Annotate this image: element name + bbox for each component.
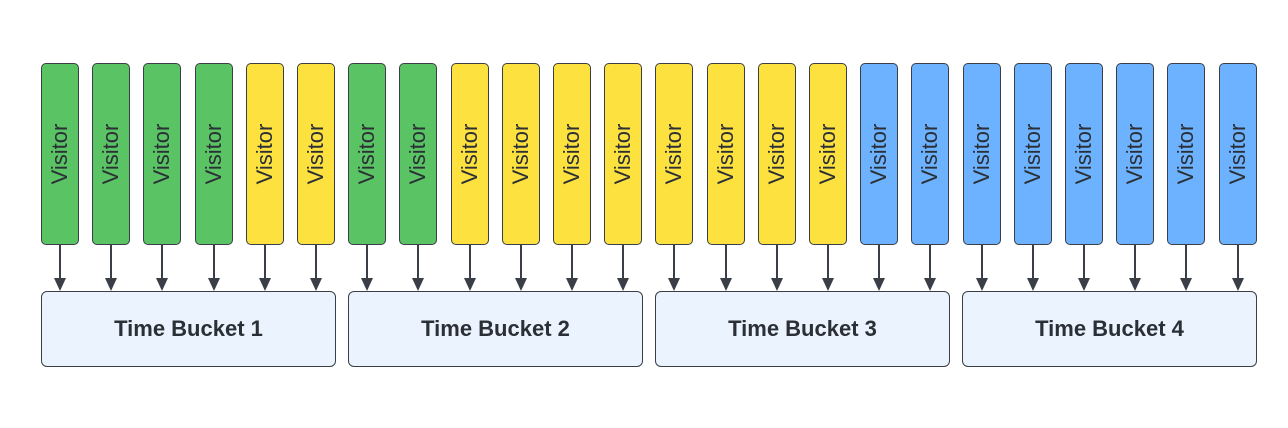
down-arrow-icon	[873, 245, 885, 291]
time-bucket-label: Time Bucket 1	[114, 316, 263, 341]
visitor-box: Visitor	[1167, 63, 1205, 245]
time-bucket-box: Time Bucket 1	[41, 291, 336, 367]
time-bucket-label: Time Bucket 2	[421, 316, 570, 341]
visitor-box: Visitor	[911, 63, 949, 245]
time-bucket-label: Time Bucket 4	[1035, 316, 1184, 341]
visitor-label: Visitor	[457, 123, 482, 185]
visitor-label: Visitor	[1122, 123, 1147, 185]
visitor-label: Visitor	[149, 123, 174, 185]
time-bucket-box: Time Bucket 2	[348, 291, 643, 367]
visitor-label: Visitor	[866, 123, 891, 185]
down-arrow-icon	[105, 245, 117, 291]
down-arrow-icon	[515, 245, 527, 291]
visitor-box: Visitor	[143, 63, 181, 245]
visitor-box: Visitor	[246, 63, 284, 245]
down-arrow-icon	[54, 245, 66, 291]
visitor-box: Visitor	[655, 63, 693, 245]
visitor-label: Visitor	[764, 123, 789, 185]
visitor-label: Visitor	[47, 123, 72, 185]
down-arrow-icon	[822, 245, 834, 291]
down-arrow-icon	[1078, 245, 1090, 291]
visitor-label: Visitor	[815, 123, 840, 185]
down-arrow-icon	[720, 245, 732, 291]
down-arrow-icon	[1232, 245, 1244, 291]
visitor-label: Visitor	[713, 123, 738, 185]
visitor-label: Visitor	[201, 123, 226, 185]
down-arrow-icon	[1180, 245, 1192, 291]
visitor-box: Visitor	[553, 63, 591, 245]
visitor-label: Visitor	[354, 123, 379, 185]
visitor-label: Visitor	[969, 123, 994, 185]
visitor-box: Visitor	[1219, 63, 1257, 245]
visitor-box: Visitor	[604, 63, 642, 245]
down-arrow-icon	[668, 245, 680, 291]
visitor-label: Visitor	[1173, 123, 1198, 185]
down-arrow-icon	[412, 245, 424, 291]
visitor-box: Visitor	[860, 63, 898, 245]
down-arrow-icon	[924, 245, 936, 291]
visitor-label: Visitor	[508, 123, 533, 185]
visitor-box: Visitor	[809, 63, 847, 245]
visitor-box: Visitor	[41, 63, 79, 245]
visitor-box: Visitor	[707, 63, 745, 245]
down-arrow-icon	[566, 245, 578, 291]
visitor-label: Visitor	[1020, 123, 1045, 185]
time-bucket-box: Time Bucket 3	[655, 291, 950, 367]
down-arrow-icon	[361, 245, 373, 291]
down-arrow-icon	[156, 245, 168, 291]
down-arrow-icon	[310, 245, 322, 291]
time-bucket-label: Time Bucket 3	[728, 316, 877, 341]
visitor-label: Visitor	[303, 123, 328, 185]
visitor-label: Visitor	[98, 123, 123, 185]
down-arrow-icon	[617, 245, 629, 291]
down-arrow-icon	[464, 245, 476, 291]
visitor-box: Visitor	[399, 63, 437, 245]
visitor-box: Visitor	[451, 63, 489, 245]
visitor-label: Visitor	[1071, 123, 1096, 185]
visitor-label: Visitor	[252, 123, 277, 185]
visitor-box: Visitor	[963, 63, 1001, 245]
visitor-box: Visitor	[195, 63, 233, 245]
visitor-box: Visitor	[348, 63, 386, 245]
down-arrow-icon	[1027, 245, 1039, 291]
visitor-label: Visitor	[917, 123, 942, 185]
visitor-box: Visitor	[758, 63, 796, 245]
down-arrow-icon	[259, 245, 271, 291]
visitor-box: Visitor	[1116, 63, 1154, 245]
visitor-label: Visitor	[1225, 123, 1250, 185]
down-arrow-icon	[208, 245, 220, 291]
visitor-label: Visitor	[610, 123, 635, 185]
visitor-label: Visitor	[559, 123, 584, 185]
visitor-box: Visitor	[297, 63, 335, 245]
down-arrow-icon	[1129, 245, 1141, 291]
down-arrow-icon	[976, 245, 988, 291]
time-bucket-box: Time Bucket 4	[962, 291, 1257, 367]
visitor-box: Visitor	[92, 63, 130, 245]
visitor-label: Visitor	[405, 123, 430, 185]
visitor-box: Visitor	[1065, 63, 1103, 245]
visitor-box: Visitor	[1014, 63, 1052, 245]
visitor-box: Visitor	[502, 63, 540, 245]
visitor-label: Visitor	[661, 123, 686, 185]
down-arrow-icon	[771, 245, 783, 291]
